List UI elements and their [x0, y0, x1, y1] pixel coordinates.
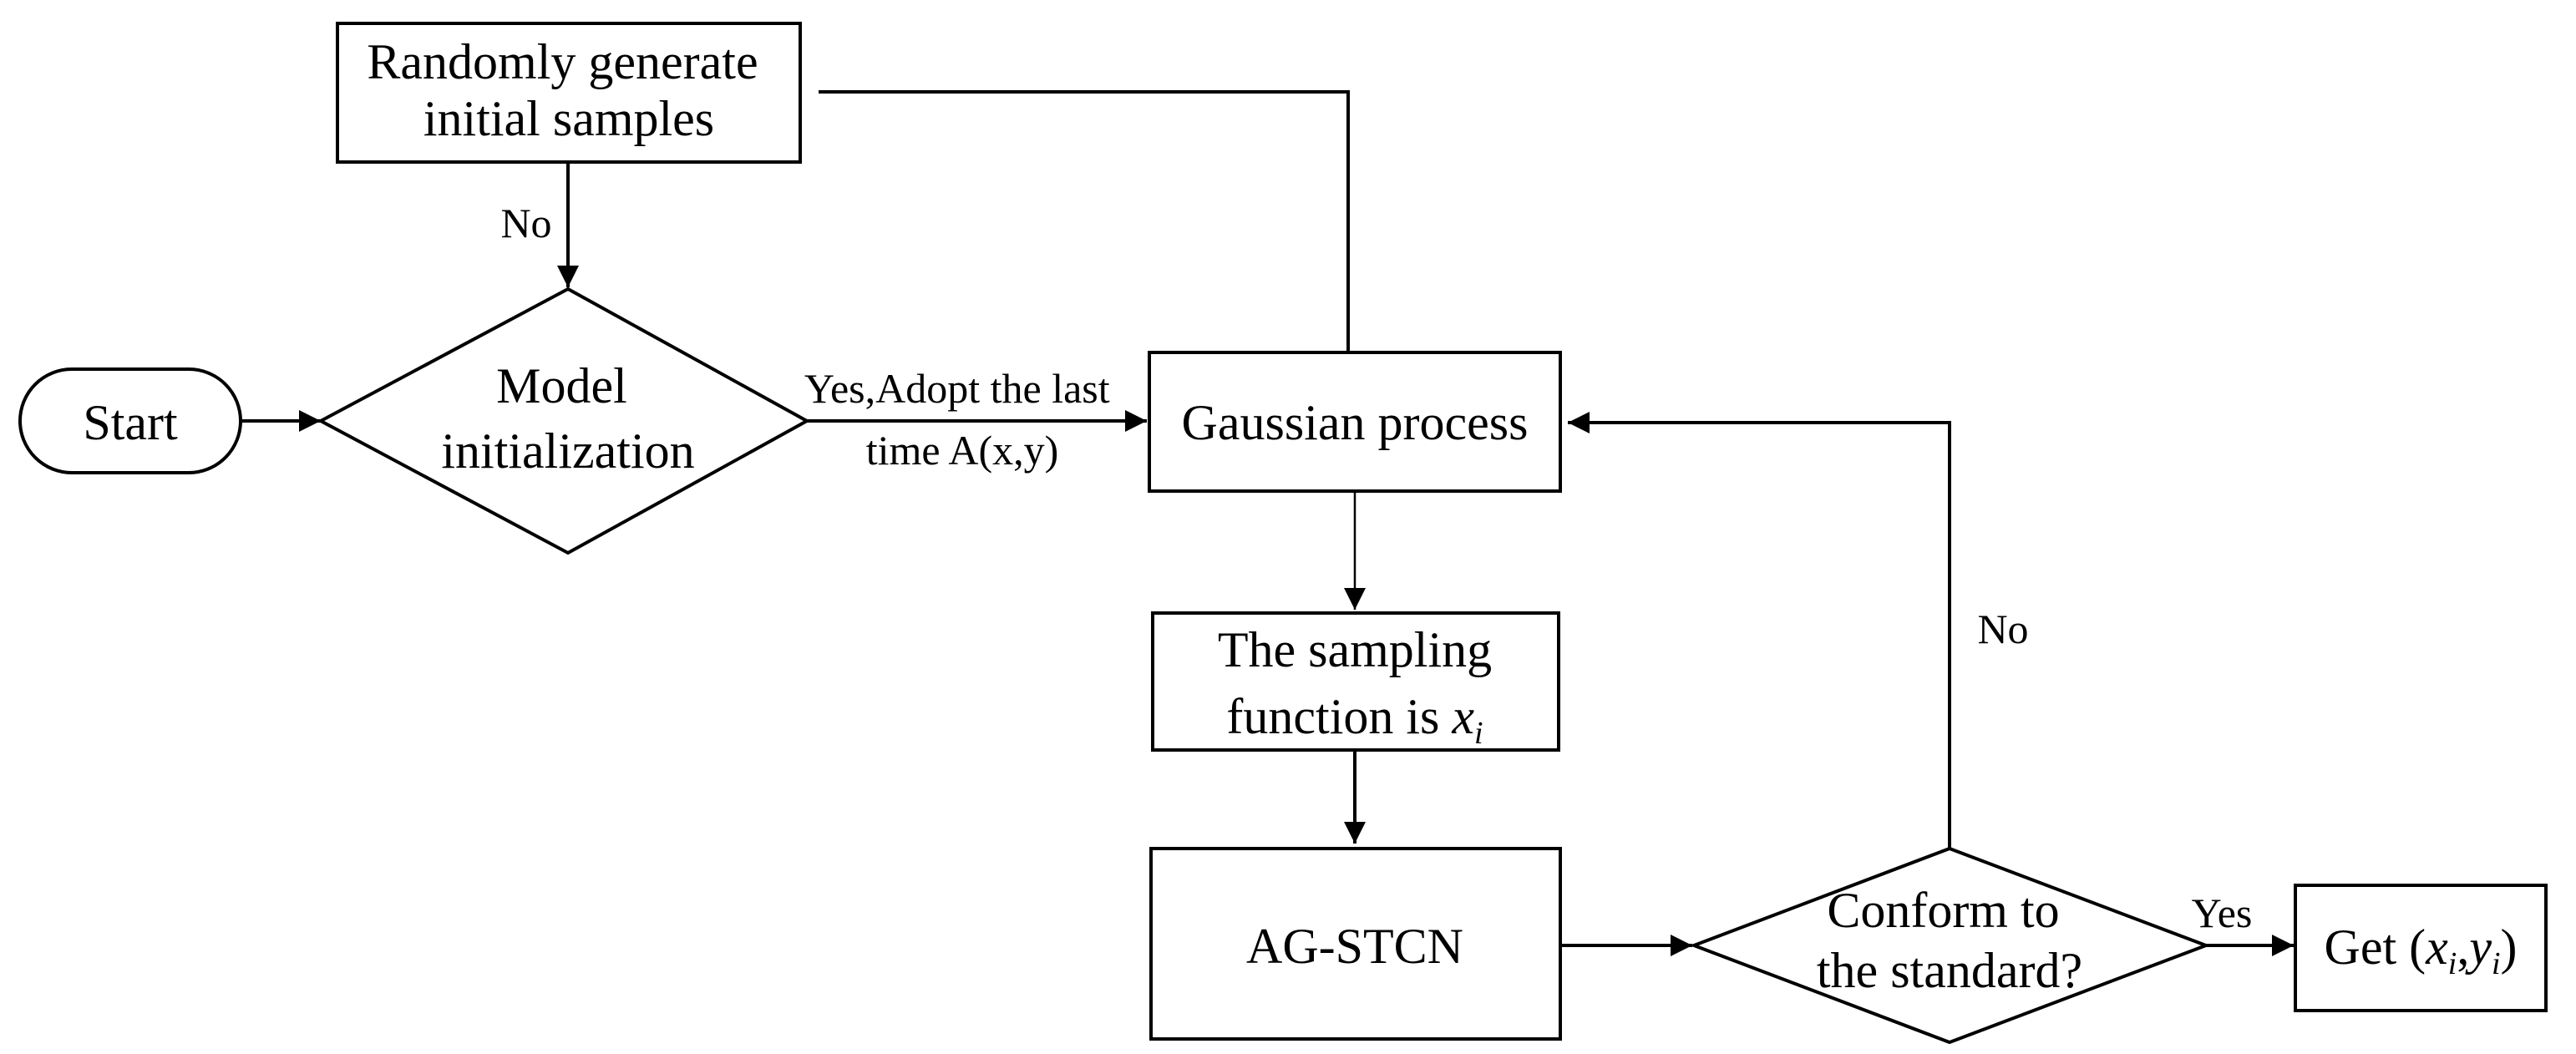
- gaussian-process-label: Gaussian process: [1182, 395, 1529, 450]
- get-result-label: Get (xi,yi): [2324, 920, 2517, 981]
- sampling-function-line2: function is xi: [1226, 689, 1483, 751]
- start-node: [18, 367, 242, 474]
- random-samples-label: Randomly generate initial samples: [367, 34, 770, 146]
- model-init-label: Model initialization: [441, 358, 694, 479]
- sampling-function-node: [1151, 611, 1560, 752]
- agstcn-node: [1149, 847, 1562, 1041]
- edge-conform-to-gaussian: [1568, 412, 1951, 848]
- model-init-decision: [317, 286, 811, 555]
- edge-label-no-conform: No: [1977, 606, 2028, 652]
- agstcn-label: AG-STCN: [1246, 919, 1463, 974]
- start-label: Start: [83, 395, 178, 450]
- sampling-function-label: The sampling: [1218, 622, 1492, 677]
- get-result-node: [2294, 884, 2548, 1012]
- edge-label-yes-adopt: Yes,Adopt the last time A(x,y): [804, 365, 1120, 474]
- random-samples-node: [336, 22, 802, 164]
- edge-label-yes-conform: Yes: [2192, 889, 2253, 936]
- edge-label-no-samples: No: [500, 200, 551, 246]
- edge-gaussian-to-samples: [819, 90, 1350, 351]
- conform-decision: [1689, 846, 2211, 1045]
- gaussian-process-node: [1148, 351, 1562, 493]
- conform-label: Conform to the standard?: [1817, 883, 2082, 998]
